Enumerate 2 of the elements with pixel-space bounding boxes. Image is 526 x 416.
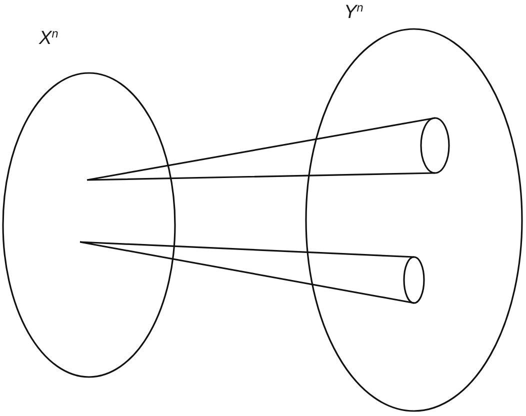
set-label: X$^{n}$ — [39, 28, 58, 50]
set-label: Y$^{n}$ — [344, 2, 364, 24]
